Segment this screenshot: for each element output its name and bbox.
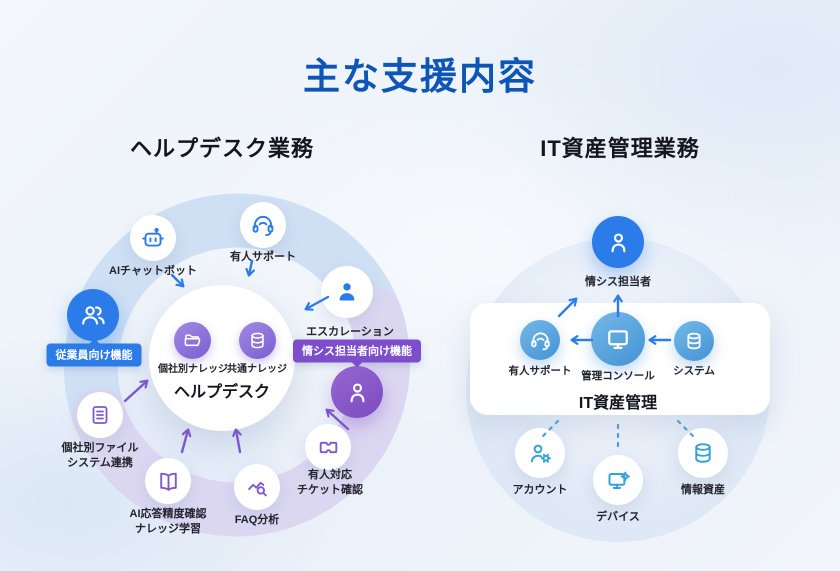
knowledge-learning-circle [145, 458, 191, 504]
faq-label: FAQ分析 [234, 514, 280, 526]
box-human-support-circle [520, 320, 560, 360]
headset-icon [250, 212, 276, 238]
knowledge-personal-circle [174, 322, 211, 359]
escalation-circle [321, 266, 373, 318]
file-system-label: 個社別ファイル システム連携 [61, 442, 139, 469]
document-icon [88, 403, 112, 427]
human-support-label: 有人サポート [230, 251, 296, 263]
section-heading-helpdesk: ヘルプデスク業務 [129, 136, 315, 161]
ai-chatbot-circle [130, 215, 176, 261]
helpdesk-diagram: 個社別ナレッジ 共通ナレッジ ヘルプデスク AIチャットボット 有人サポート エ… [30, 180, 430, 565]
it-staff-person-label: 情シス担当者 [585, 276, 651, 288]
monitor-icon [604, 325, 632, 353]
database-icon [683, 330, 705, 352]
system-circle [674, 321, 714, 361]
account-label: アカウント [512, 484, 568, 496]
people-icon [79, 301, 107, 329]
page-title: 主な支援内容 [303, 56, 537, 97]
helpdesk-center-title: ヘルプデスク [173, 384, 271, 401]
it-asset-box-title: IT資産管理 [578, 395, 658, 412]
monitor-gear-icon [605, 467, 632, 494]
system-label: システム [673, 365, 715, 377]
escalation-label: エスカレーション [306, 326, 394, 338]
it-staff-person-circle [592, 216, 644, 268]
database-icon [247, 330, 268, 351]
ticket-label: 有人対応 チケット確認 [297, 469, 363, 496]
box-human-support-label: 有人サポート [508, 365, 572, 377]
console-circle [591, 312, 645, 366]
account-circle [515, 428, 565, 478]
it-staff-circle [331, 366, 383, 418]
employee-circle [67, 289, 119, 341]
book-icon [156, 469, 181, 494]
faq-circle [234, 464, 280, 510]
section-heading-it-asset: IT資産管理業務 [540, 136, 700, 161]
info-asset-label: 情報資産 [681, 484, 725, 496]
person-outline-icon [605, 229, 632, 256]
headset-icon [529, 329, 552, 352]
it-staff-badge: 情シス担当者向け機能 [293, 339, 421, 363]
ticket-icon [316, 435, 341, 460]
helpdesk-center-circle: 個社別ナレッジ 共通ナレッジ ヘルプデスク [149, 285, 295, 431]
device-label: デバイス [596, 511, 640, 523]
person-outline-icon [344, 379, 371, 406]
ticket-circle [305, 424, 351, 470]
database-icon [690, 440, 716, 466]
it-asset-diagram: 情シス担当者 有人サポート 管理コンソール システム IT資産管理 [420, 185, 832, 565]
robot-icon [140, 225, 166, 251]
folder-icon [182, 330, 203, 351]
chart-magnifier-icon [245, 475, 270, 500]
person-icon [334, 279, 360, 305]
device-circle [593, 455, 643, 505]
knowledge-learning-label: AI応答精度確認 ナレッジ学習 [129, 508, 207, 535]
knowledge-common-label: 共通ナレッジ [227, 364, 287, 375]
it-asset-box: 有人サポート 管理コンソール システム IT資産管理 [470, 303, 770, 415]
file-system-circle [77, 392, 123, 438]
info-asset-circle [678, 428, 728, 478]
human-support-circle [240, 202, 286, 248]
ai-chatbot-label: AIチャットボット [109, 265, 197, 277]
console-label: 管理コンソール [581, 370, 655, 382]
person-gear-icon [527, 440, 554, 467]
knowledge-common-circle [239, 322, 276, 359]
employee-badge: 従業員向け機能 [46, 343, 142, 367]
knowledge-personal-label: 個社別ナレッジ [158, 364, 228, 375]
